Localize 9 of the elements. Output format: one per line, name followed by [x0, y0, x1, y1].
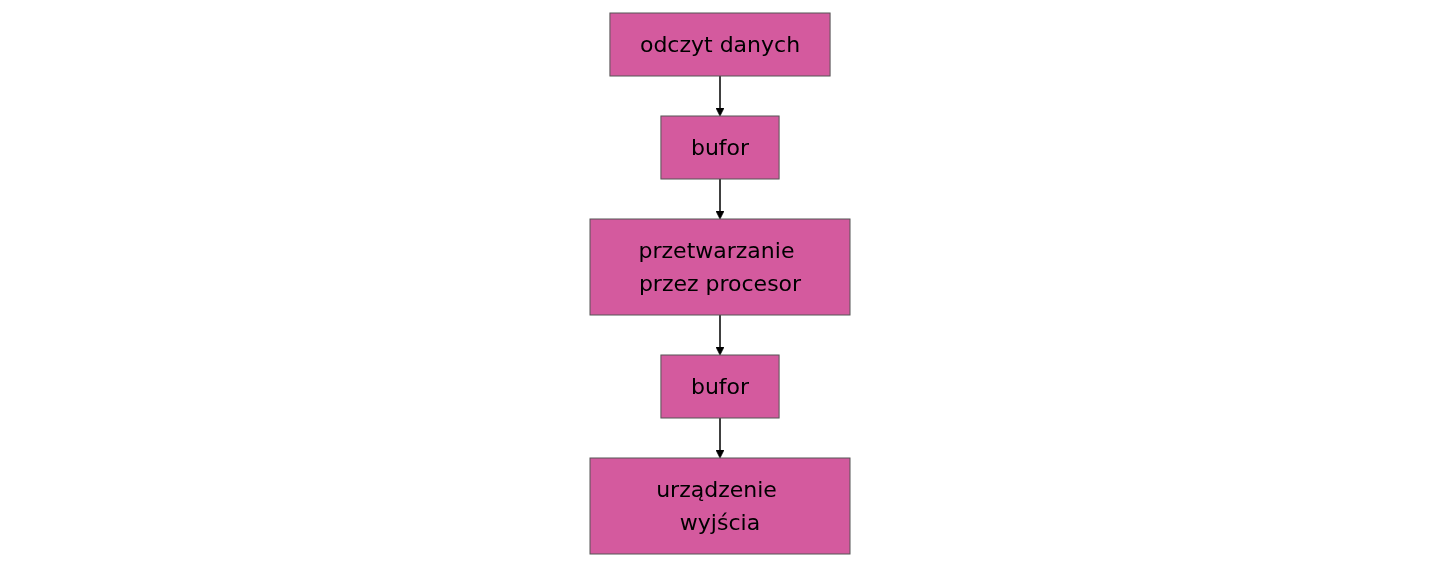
node-box: odczyt danych: [609, 12, 831, 76]
node-box: bufor: [660, 115, 780, 179]
arrow: [715, 416, 725, 458]
arrow: [715, 74, 725, 116]
node-box: przetwarzanie przez procesor: [589, 218, 851, 315]
arrow: [715, 177, 725, 219]
node-box: urządzenie wyjścia: [589, 457, 851, 554]
arrow: [715, 313, 725, 355]
node-box: bufor: [660, 354, 780, 418]
